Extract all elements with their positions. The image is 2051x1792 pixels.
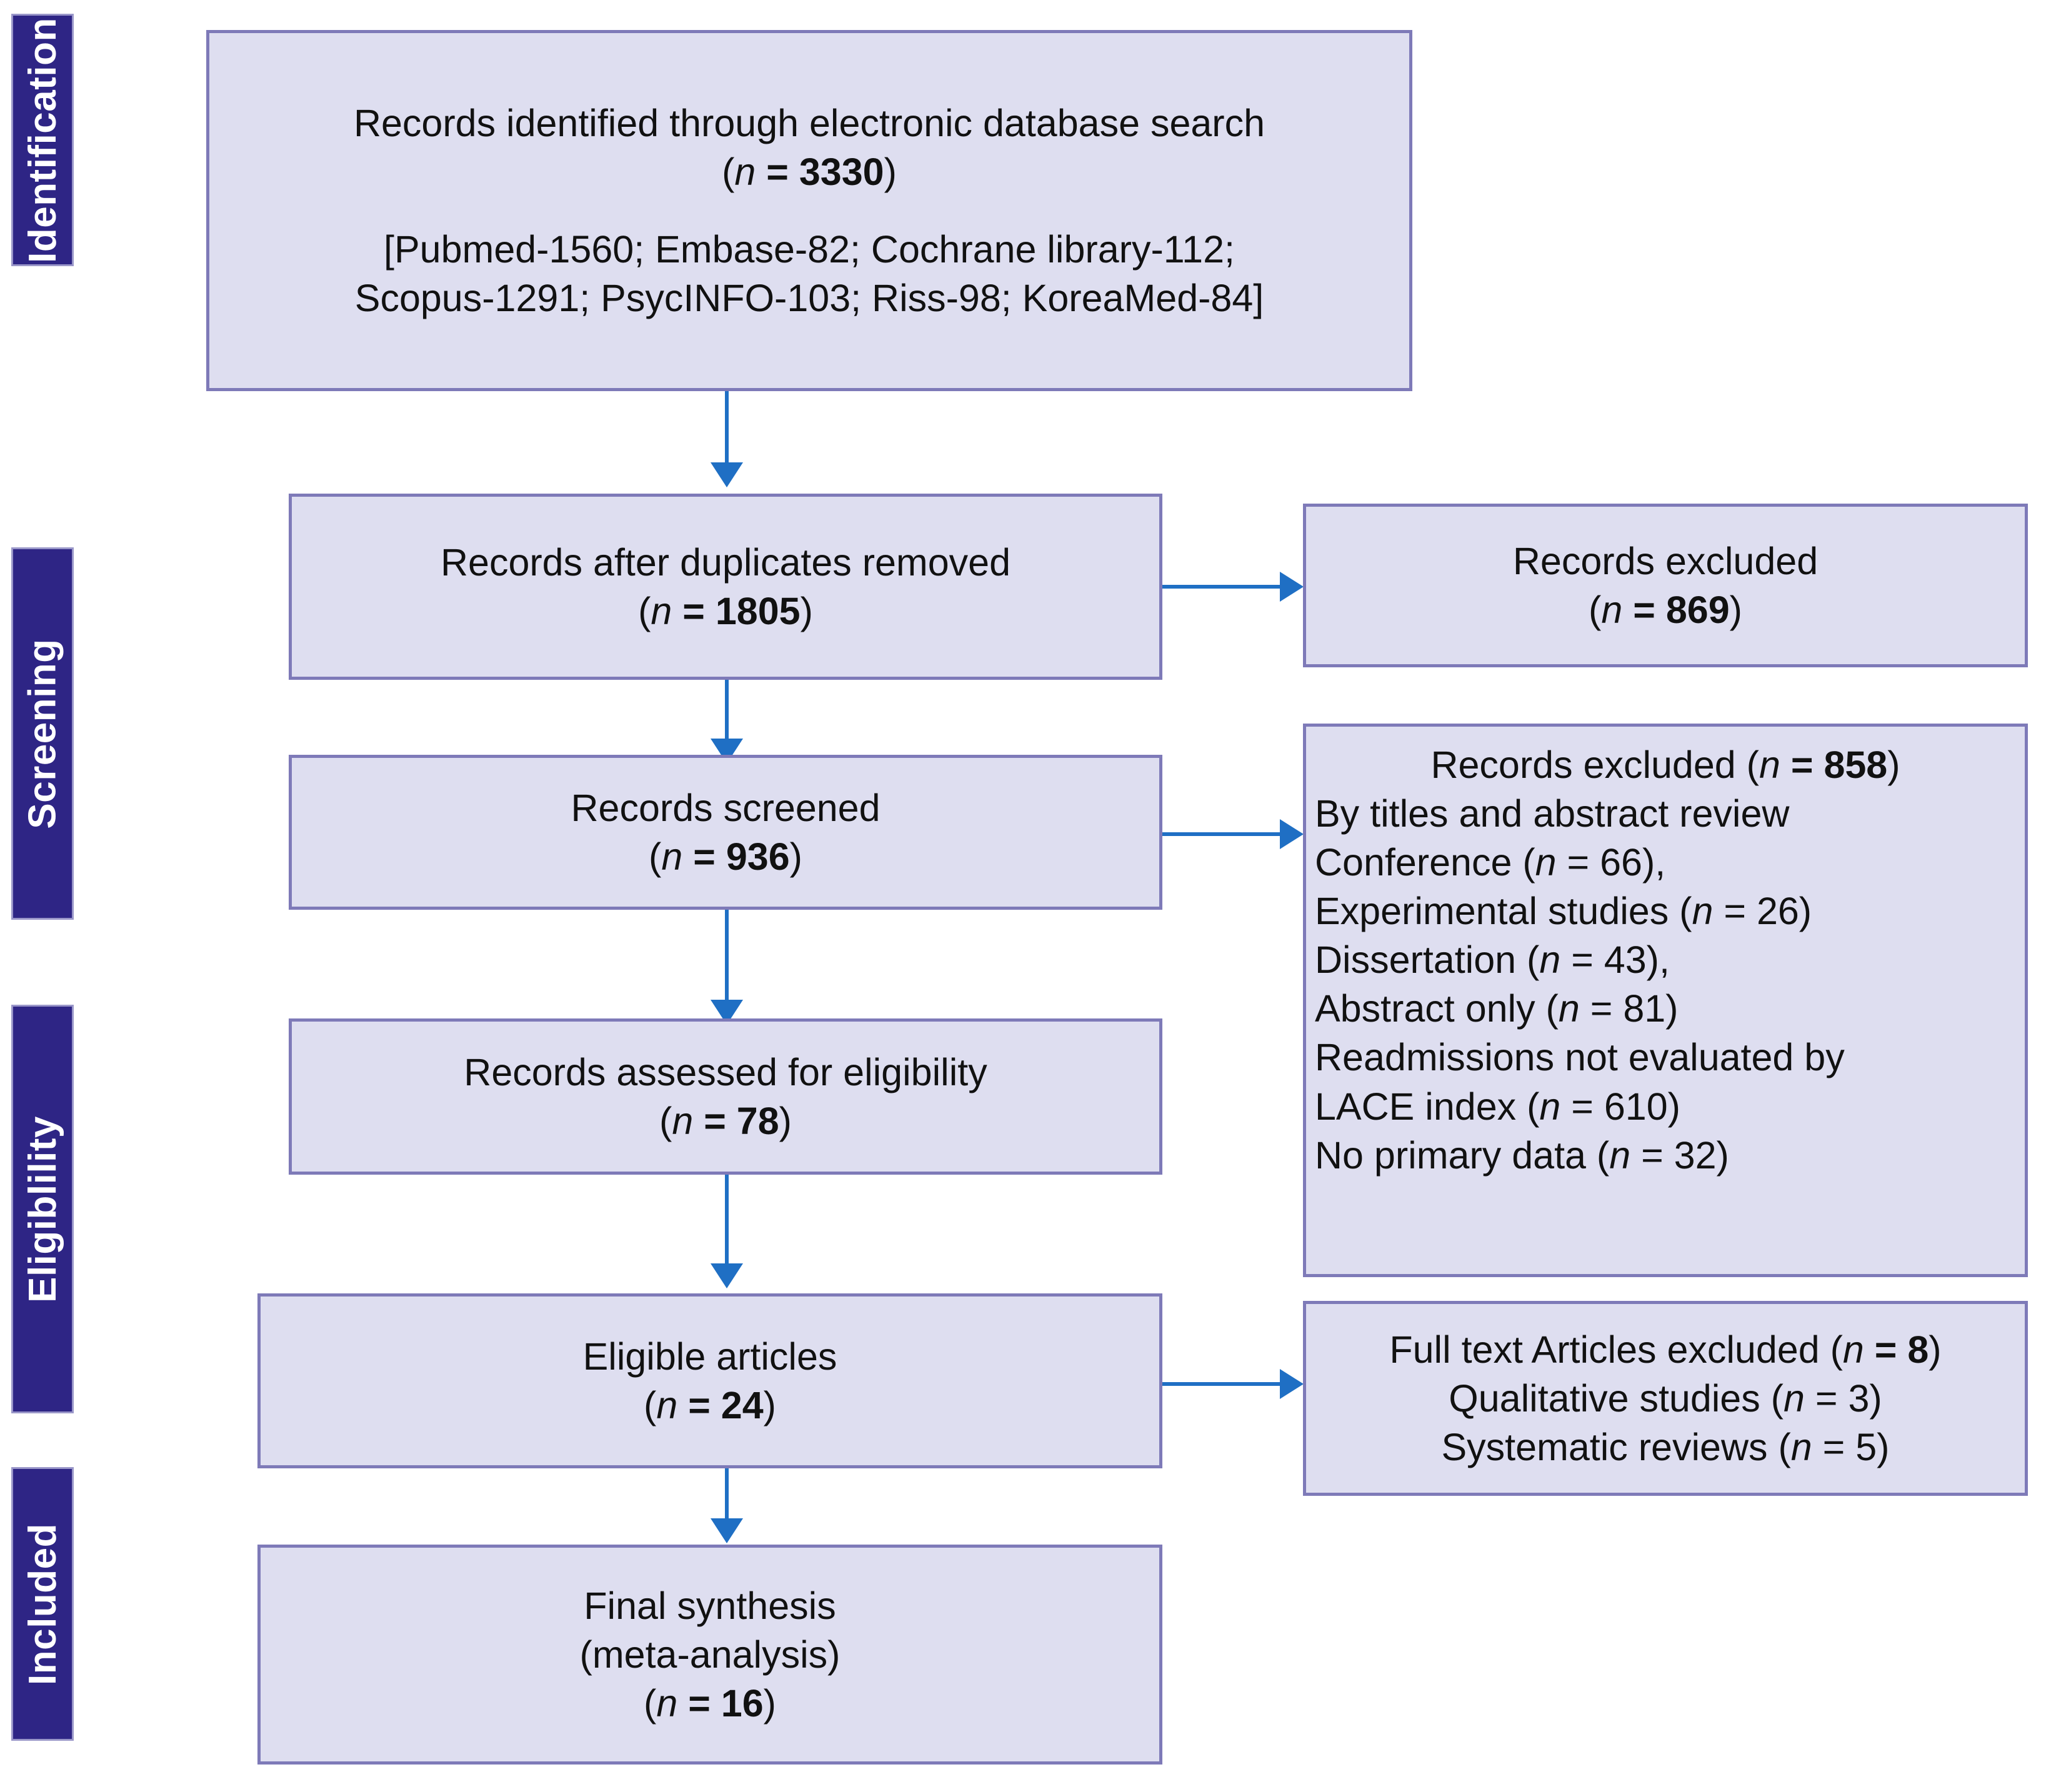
connector-screened-to-excluded2 — [1162, 832, 1281, 836]
records-identified-count: (n = 3330) — [722, 150, 897, 193]
fulltext-excluded-header: Full text Articles excluded (n = 8) — [1306, 1325, 2025, 1374]
stage-bar-screening: Screening — [11, 547, 74, 920]
final-synthesis-subtitle: (meta-analysis) — [579, 1633, 841, 1676]
connector-eligible-to-fulltext-excluded — [1162, 1382, 1281, 1386]
records-identified-sources-line1: [Pubmed-1560; Embase-82; Cochrane librar… — [384, 228, 1235, 271]
final-synthesis-count: (n = 16) — [644, 1682, 776, 1725]
exclusion-reason-item: Conference (n = 66), — [1315, 841, 1666, 884]
n-equals: = — [756, 150, 799, 193]
n-value: 869 — [1665, 589, 1730, 631]
exclusion-reason-item: By titles and abstract review — [1315, 792, 1790, 835]
arrow-assessed-to-eligible — [711, 1263, 743, 1288]
records-identified-title: Records identified through electronic da… — [353, 101, 1265, 144]
stage-bar-eligibility: Eligiblility — [11, 1005, 74, 1413]
n-equals: = — [693, 1100, 737, 1142]
assessed-eligibility-title: Records assessed for eligibility — [464, 1050, 987, 1093]
arrow-identified-to-duplicates — [711, 462, 743, 487]
n-italic: n — [656, 1384, 678, 1426]
connector-assessed-to-eligible — [725, 1175, 729, 1280]
connector-eligible-to-final — [725, 1468, 729, 1533]
records-excluded2-header-prefix: Records excluded ( — [1430, 744, 1759, 786]
connector-identified-to-duplicates — [725, 391, 729, 465]
box-fulltext-articles-excluded: Full text Articles excluded (n = 8) Qual… — [1303, 1301, 2028, 1496]
n-value: 3330 — [799, 150, 884, 193]
n-value: 24 — [721, 1384, 764, 1426]
connector-duplicates-to-excluded1 — [1162, 585, 1281, 589]
fulltext-excluded-reason-item: Qualitative studies (n = 3) — [1449, 1376, 1882, 1420]
n-value: 858 — [1824, 744, 1888, 786]
fulltext-excluded-header-suffix: ) — [1929, 1328, 1942, 1371]
n-equals: = — [682, 835, 726, 878]
records-excluded1-title: Records excluded — [1512, 539, 1819, 582]
spacer — [209, 196, 1409, 225]
n-equals: = — [677, 1682, 721, 1725]
n-value: 78 — [736, 1100, 779, 1142]
arrow-eligible-to-final — [711, 1518, 743, 1543]
final-synthesis-title: Final synthesis — [584, 1584, 836, 1627]
records-excluded2-header: Records excluded (n = 858) — [1306, 740, 2025, 789]
box-after-duplicates-removed: Records after duplicates removed (n = 18… — [289, 494, 1162, 680]
n-equals: = — [1622, 589, 1666, 631]
n-italic: n — [672, 1100, 694, 1142]
n-equals: = — [677, 1384, 721, 1426]
exclusion-reason-item: Abstract only (n = 81) — [1315, 987, 1679, 1030]
records-screened-count: (n = 936) — [649, 835, 802, 878]
exclusion-reason-item: No primary data (n = 32) — [1315, 1133, 1729, 1177]
assessed-eligibility-count: (n = 78) — [659, 1100, 792, 1142]
box-final-synthesis: Final synthesis (meta-analysis) (n = 16) — [257, 1545, 1162, 1765]
exclusion-reason-item: LACE index (n = 610) — [1315, 1085, 1680, 1128]
exclusion-reason-item: Readmissions not evaluated by — [1315, 1036, 1845, 1079]
n-equals: = — [672, 590, 716, 632]
n-value: 16 — [721, 1682, 764, 1725]
n-italic: n — [656, 1682, 678, 1725]
n-italic: n — [661, 835, 683, 878]
stage-bar-identification: Identification — [11, 14, 74, 266]
arrow-screened-to-excluded2 — [1280, 819, 1304, 849]
records-screened-title: Records screened — [571, 786, 881, 829]
after-duplicates-title: Records after duplicates removed — [440, 540, 1011, 584]
stage-bar-included: Included — [11, 1467, 74, 1741]
n-italic: n — [734, 150, 756, 193]
eligible-articles-title: Eligible articles — [582, 1335, 837, 1378]
records-identified-sources-line2: Scopus-1291; PsycINFO-103; Riss-98; Kore… — [354, 277, 1264, 320]
eligible-articles-count: (n = 24) — [644, 1384, 776, 1426]
arrow-eligible-to-fulltext-excluded — [1280, 1369, 1304, 1399]
n-equals: = — [1864, 1328, 1908, 1371]
connector-screened-to-assessed — [725, 910, 729, 1015]
stage-label-screening: Screening — [21, 638, 64, 829]
fulltext-excluded-header-prefix: Full text Articles excluded ( — [1389, 1328, 1843, 1371]
n-italic: n — [1759, 744, 1780, 786]
after-duplicates-count: (n = 1805) — [638, 590, 813, 632]
records-excluded2-header-suffix: ) — [1887, 744, 1900, 786]
n-value: 936 — [726, 835, 790, 878]
box-records-excluded-screening: Records excluded (n = 858) By titles and… — [1303, 724, 2028, 1277]
n-italic: n — [651, 590, 672, 632]
connector-duplicates-to-screened — [725, 680, 729, 755]
exclusion-reason-item: Experimental studies (n = 26) — [1315, 890, 1812, 933]
box-records-excluded-duplicates: Records excluded (n = 869) — [1303, 504, 2028, 667]
stage-label-eligibility: Eligiblility — [21, 1115, 64, 1303]
n-equals: = — [1780, 744, 1824, 786]
records-excluded1-count: (n = 869) — [1589, 589, 1742, 631]
arrow-duplicates-to-excluded1 — [1280, 572, 1304, 602]
n-value: 8 — [1907, 1328, 1929, 1371]
n-italic: n — [1601, 589, 1623, 631]
fulltext-excluded-reason-item: Systematic reviews (n = 5) — [1441, 1426, 1890, 1469]
box-records-identified: Records identified through electronic da… — [206, 30, 1412, 391]
box-records-screened: Records screened (n = 936) — [289, 755, 1162, 910]
n-italic: n — [1842, 1328, 1864, 1371]
exclusion-reason-item: Dissertation (n = 43), — [1315, 938, 1670, 982]
n-value: 1805 — [715, 590, 801, 632]
stage-label-identification: Identification — [21, 17, 64, 263]
box-assessed-for-eligibility: Records assessed for eligibility (n = 78… — [289, 1018, 1162, 1175]
box-eligible-articles: Eligible articles (n = 24) — [257, 1293, 1162, 1468]
stage-label-included: Included — [21, 1523, 64, 1685]
